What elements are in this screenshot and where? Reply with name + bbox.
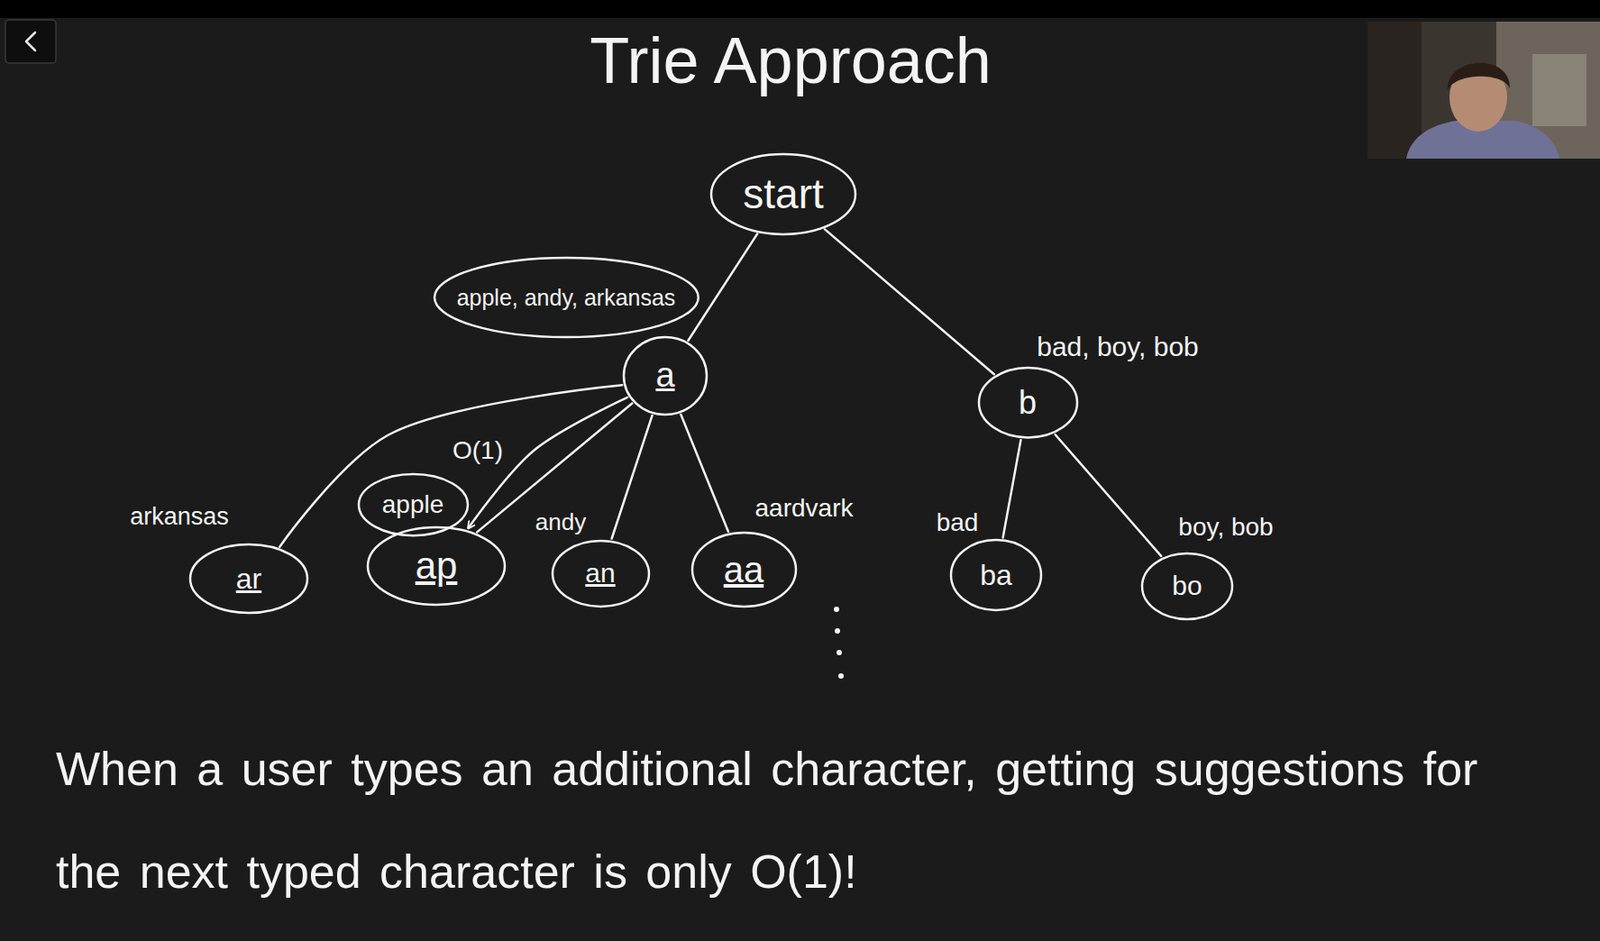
continuation-dots	[833, 606, 844, 679]
trie-edge	[1003, 439, 1022, 538]
word-list-label: andy	[532, 509, 589, 537]
word-list-label: bad	[933, 508, 982, 538]
node-text: aa	[723, 548, 765, 591]
node-text: a	[655, 356, 675, 396]
trie-edge	[680, 414, 729, 532]
node-text: start	[742, 170, 823, 219]
trie-node: aa	[690, 530, 798, 609]
node-text: an	[585, 557, 615, 590]
trie-edge	[1055, 434, 1162, 557]
word-list-label: arkansas	[127, 502, 232, 531]
node-text: bo	[1171, 570, 1202, 603]
top-bar	[0, 0, 1600, 19]
word-bubble: apple, andy, arkansas	[432, 256, 701, 339]
node-text: b	[1018, 384, 1037, 421]
node-text: apple, andy, arkansas	[457, 284, 677, 311]
trie-node: ar	[188, 542, 310, 615]
node-text: ap	[415, 544, 458, 588]
webcam-picture	[1367, 21, 1600, 159]
trie-edge	[612, 415, 653, 540]
node-text: apple	[382, 490, 445, 520]
node-text: ba	[979, 558, 1013, 593]
back-button	[5, 19, 56, 64]
page-title: Trie Approach	[589, 23, 992, 98]
trie-node: bo	[1140, 551, 1235, 622]
trie-node: start	[709, 152, 858, 237]
back-chevron	[26, 32, 36, 51]
word-list-label: aardvark	[752, 493, 857, 523]
node-text: ar	[236, 562, 262, 596]
trie-node: ba	[949, 538, 1043, 613]
trie-node: b	[977, 365, 1079, 439]
trie-edge	[687, 233, 758, 340]
trie-edge	[279, 384, 622, 547]
caption-text: When a user types an additional characte…	[55, 717, 1562, 924]
trie-edge	[824, 228, 995, 375]
trie-node: an	[550, 539, 651, 609]
trie-node: a	[621, 335, 709, 417]
trie-node: ap	[365, 525, 507, 607]
word-list-label: boy, bob	[1175, 512, 1276, 542]
complexity-label: O(1)	[449, 436, 506, 466]
word-list-label: bad, boy, bob	[1033, 331, 1202, 364]
